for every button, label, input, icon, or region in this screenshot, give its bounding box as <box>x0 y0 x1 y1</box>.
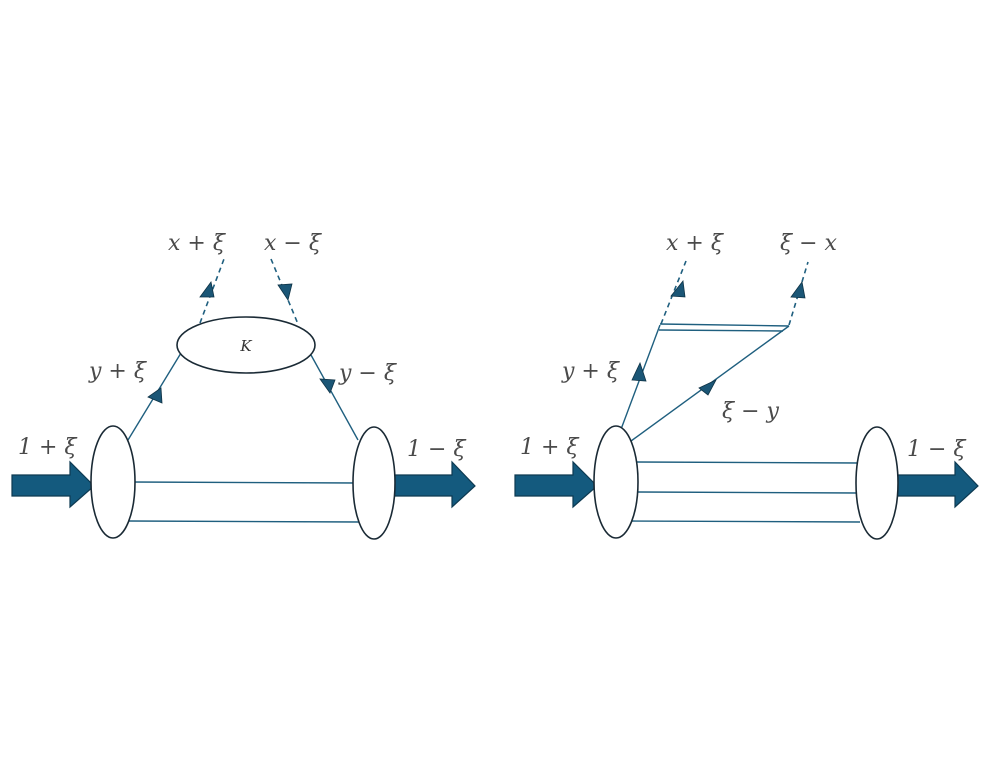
right-outgoing-arrow <box>896 460 979 509</box>
right-dashed-right-arrowhead <box>790 281 806 299</box>
left-outgoing-arrow <box>392 460 476 509</box>
right-outgoing-label: 1 − ξ <box>907 437 967 462</box>
right-incoming-label: 1 + ξ <box>520 435 580 460</box>
right-dashed-left-arrowhead <box>670 280 686 298</box>
right-double-line-1 <box>659 323 790 327</box>
kernel-ellipse <box>176 316 316 374</box>
right-parton-line-in <box>616 324 661 441</box>
left-dashed-line-right <box>270 258 299 325</box>
right-parton-in-arrowhead <box>631 361 647 382</box>
right-spectator-line-2 <box>637 491 859 494</box>
left-spectator-line-1 <box>129 481 359 484</box>
right-dashed-line-left <box>660 260 687 325</box>
right-incoming-arrow <box>514 460 598 509</box>
left-incoming-hadron-blob <box>90 425 136 539</box>
left-top-left-label: x + ξ <box>168 231 227 256</box>
right-incoming-hadron-blob <box>593 425 639 539</box>
right-spectator-line-1 <box>635 461 861 464</box>
right-parton-in-label: y + ξ <box>561 359 621 384</box>
left-incoming-arrow <box>11 460 95 509</box>
left-parton-in-arrowhead <box>147 387 163 404</box>
left-parton-in-label: y + ξ <box>88 359 148 384</box>
left-outgoing-label: 1 − ξ <box>407 437 467 462</box>
kernel-label: K <box>239 337 252 355</box>
right-parton-mid-arrowhead <box>698 379 717 396</box>
left-diagram: K 1 + ξ 1 − ξ y + ξ y − ξ x + ξ x − ξ <box>11 231 476 540</box>
left-parton-out-arrowhead <box>319 378 336 394</box>
left-top-right-label: x − ξ <box>264 231 323 256</box>
left-outgoing-hadron-blob <box>352 426 396 540</box>
right-outgoing-hadron-blob <box>855 426 899 540</box>
right-spectator-line-3 <box>631 520 861 523</box>
left-dashed-line-left <box>199 258 225 324</box>
right-parton-mid-label: ξ − y <box>722 399 780 424</box>
right-dashed-line-right <box>788 261 809 326</box>
right-top-right-label: ξ − x <box>780 231 838 256</box>
right-diagram: 1 + ξ 1 − ξ y + ξ ξ − y x + ξ ξ − x <box>514 231 979 540</box>
right-top-left-label: x + ξ <box>666 231 725 256</box>
left-parton-out-label: y − ξ <box>338 361 398 386</box>
left-spectator-line-2 <box>127 520 361 523</box>
left-dashed-left-arrowhead <box>199 281 215 298</box>
left-parton-line-out <box>310 354 359 441</box>
left-incoming-label: 1 + ξ <box>18 435 78 460</box>
left-dashed-right-arrowhead <box>277 283 293 301</box>
right-double-line-2 <box>658 329 784 332</box>
